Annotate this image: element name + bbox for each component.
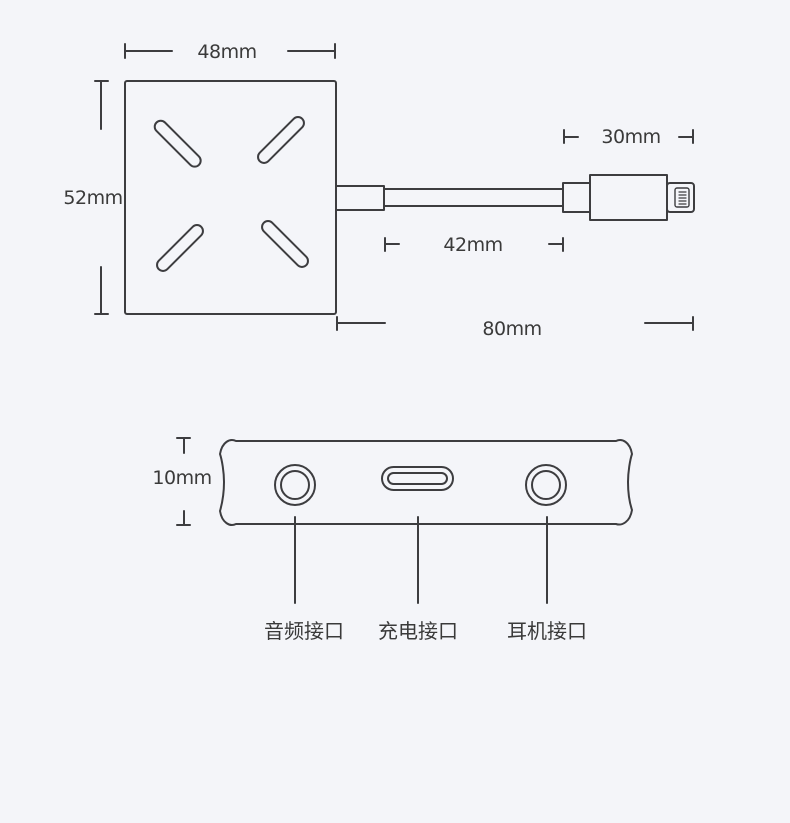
headphone-port-outer [525, 464, 567, 506]
dim-width-lines [124, 43, 336, 59]
grip-slot-top-right [257, 116, 305, 164]
adapter-top-view [124, 80, 695, 315]
dim-thickness-lines [176, 437, 191, 526]
cable [383, 188, 564, 207]
connector-dimension-label: 30mm [601, 126, 660, 148]
headphone-port-label: 耳机接口 [507, 619, 587, 643]
dim-cable-lines [384, 237, 564, 252]
cable-dimension-label: 42mm [443, 234, 502, 256]
adapter-body [124, 80, 337, 315]
charging-port-inner [387, 472, 448, 485]
lightning-plug-inner [674, 187, 690, 208]
side-body-outline [219, 439, 633, 526]
dim-total-lines [336, 316, 694, 331]
audio-port-outer [274, 464, 316, 506]
connector-neck [562, 182, 591, 213]
grip-slot-bottom-right [261, 220, 309, 268]
grip-slot-bottom-left [156, 224, 204, 272]
adapter-side-view [219, 439, 633, 526]
total-dimension-label: 80mm [482, 318, 541, 340]
thickness-dimension-label: 10mm [152, 467, 211, 489]
charging-port-outer [381, 466, 454, 491]
headphone-port-inner [531, 470, 561, 500]
lightning-pins [678, 191, 687, 205]
audio-port-label: 音频接口 [264, 619, 344, 643]
grip-slot-top-left [153, 119, 202, 168]
charging-port-label: 充电接口 [378, 619, 458, 643]
cable-strain-relief [335, 185, 385, 211]
dim-connector-lines [563, 129, 694, 144]
port-leader-lines [294, 516, 548, 604]
lightning-plug [666, 182, 695, 213]
height-dimension-label: 52mm [63, 187, 122, 209]
connector-housing [589, 174, 668, 221]
dim-height-lines [94, 80, 109, 315]
width-dimension-label: 48mm [197, 41, 256, 63]
audio-port-inner [280, 470, 310, 500]
